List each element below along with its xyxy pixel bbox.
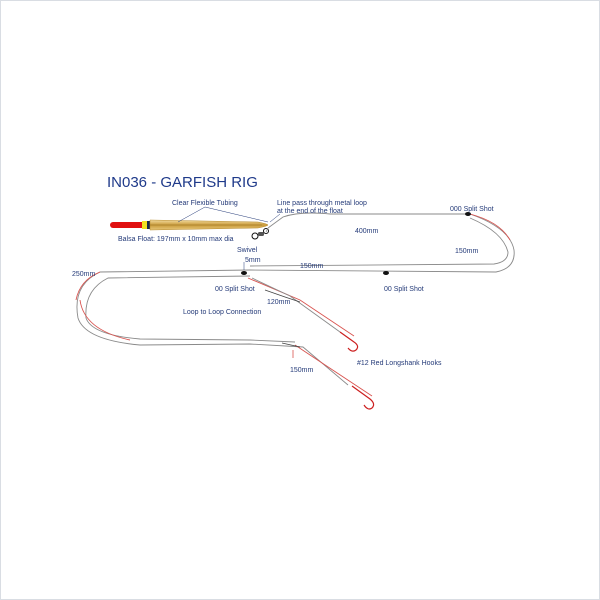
label-150mm-right: 150mm <box>455 248 479 255</box>
loop-connection <box>264 289 301 303</box>
swivel-link <box>265 227 269 233</box>
label-swivel: Swivel <box>237 247 258 254</box>
loop-connection-lower <box>281 342 301 348</box>
hook-upper <box>339 331 359 352</box>
pointer-line-pass <box>269 213 281 223</box>
split-shot-00-right <box>383 271 389 275</box>
label-120mm: 120mm <box>267 299 291 306</box>
label-loop-connection: Loop to Loop Connection <box>183 309 261 316</box>
split-shot-00-left <box>241 271 247 275</box>
leader-right-loop <box>469 213 511 241</box>
label-150mm-mid: 150mm <box>300 263 324 270</box>
hook-lower <box>351 385 375 410</box>
leader-upper-2 <box>251 277 341 333</box>
split-shot-000 <box>465 212 471 216</box>
pointer-tubing <box>177 206 206 223</box>
label-clear-tubing: Clear Flexible Tubing <box>172 200 238 207</box>
label-250mm: 250mm <box>72 271 96 278</box>
leader-left <box>79 299 131 341</box>
label-balsa-float: Balsa Float: 197mm x 10mm max dia <box>118 236 234 243</box>
label-5mm: 5mm <box>245 257 261 264</box>
pointer-tubing-2 <box>204 206 269 223</box>
leader-lower <box>294 344 373 397</box>
main-line <box>76 212 515 386</box>
label-150mm-bottom: 150mm <box>290 367 314 374</box>
label-split-shot-00-right: 00 Split Shot <box>384 286 424 293</box>
swivel <box>251 228 269 240</box>
float-dark-band <box>147 221 150 229</box>
main-line-lower <box>249 217 509 267</box>
label-split-shot-00-left: 00 Split Shot <box>215 286 255 293</box>
leader-upper <box>75 271 355 337</box>
float-red-tip <box>110 222 145 228</box>
label-400mm: 400mm <box>355 228 379 235</box>
label-split-shot-000: 000 Split Shot <box>450 206 494 213</box>
balsa-float <box>110 219 269 231</box>
float-yellow-band <box>142 221 147 229</box>
label-line-pass-1: Line pass through metal loop <box>277 200 367 207</box>
main-line-left-loop <box>85 275 296 343</box>
label-hooks: #12 Red Longshank Hooks <box>357 360 442 367</box>
diagram-title: IN036 - GARFISH RIG <box>107 174 258 191</box>
label-line-pass-2: at the end of the float <box>277 208 343 215</box>
